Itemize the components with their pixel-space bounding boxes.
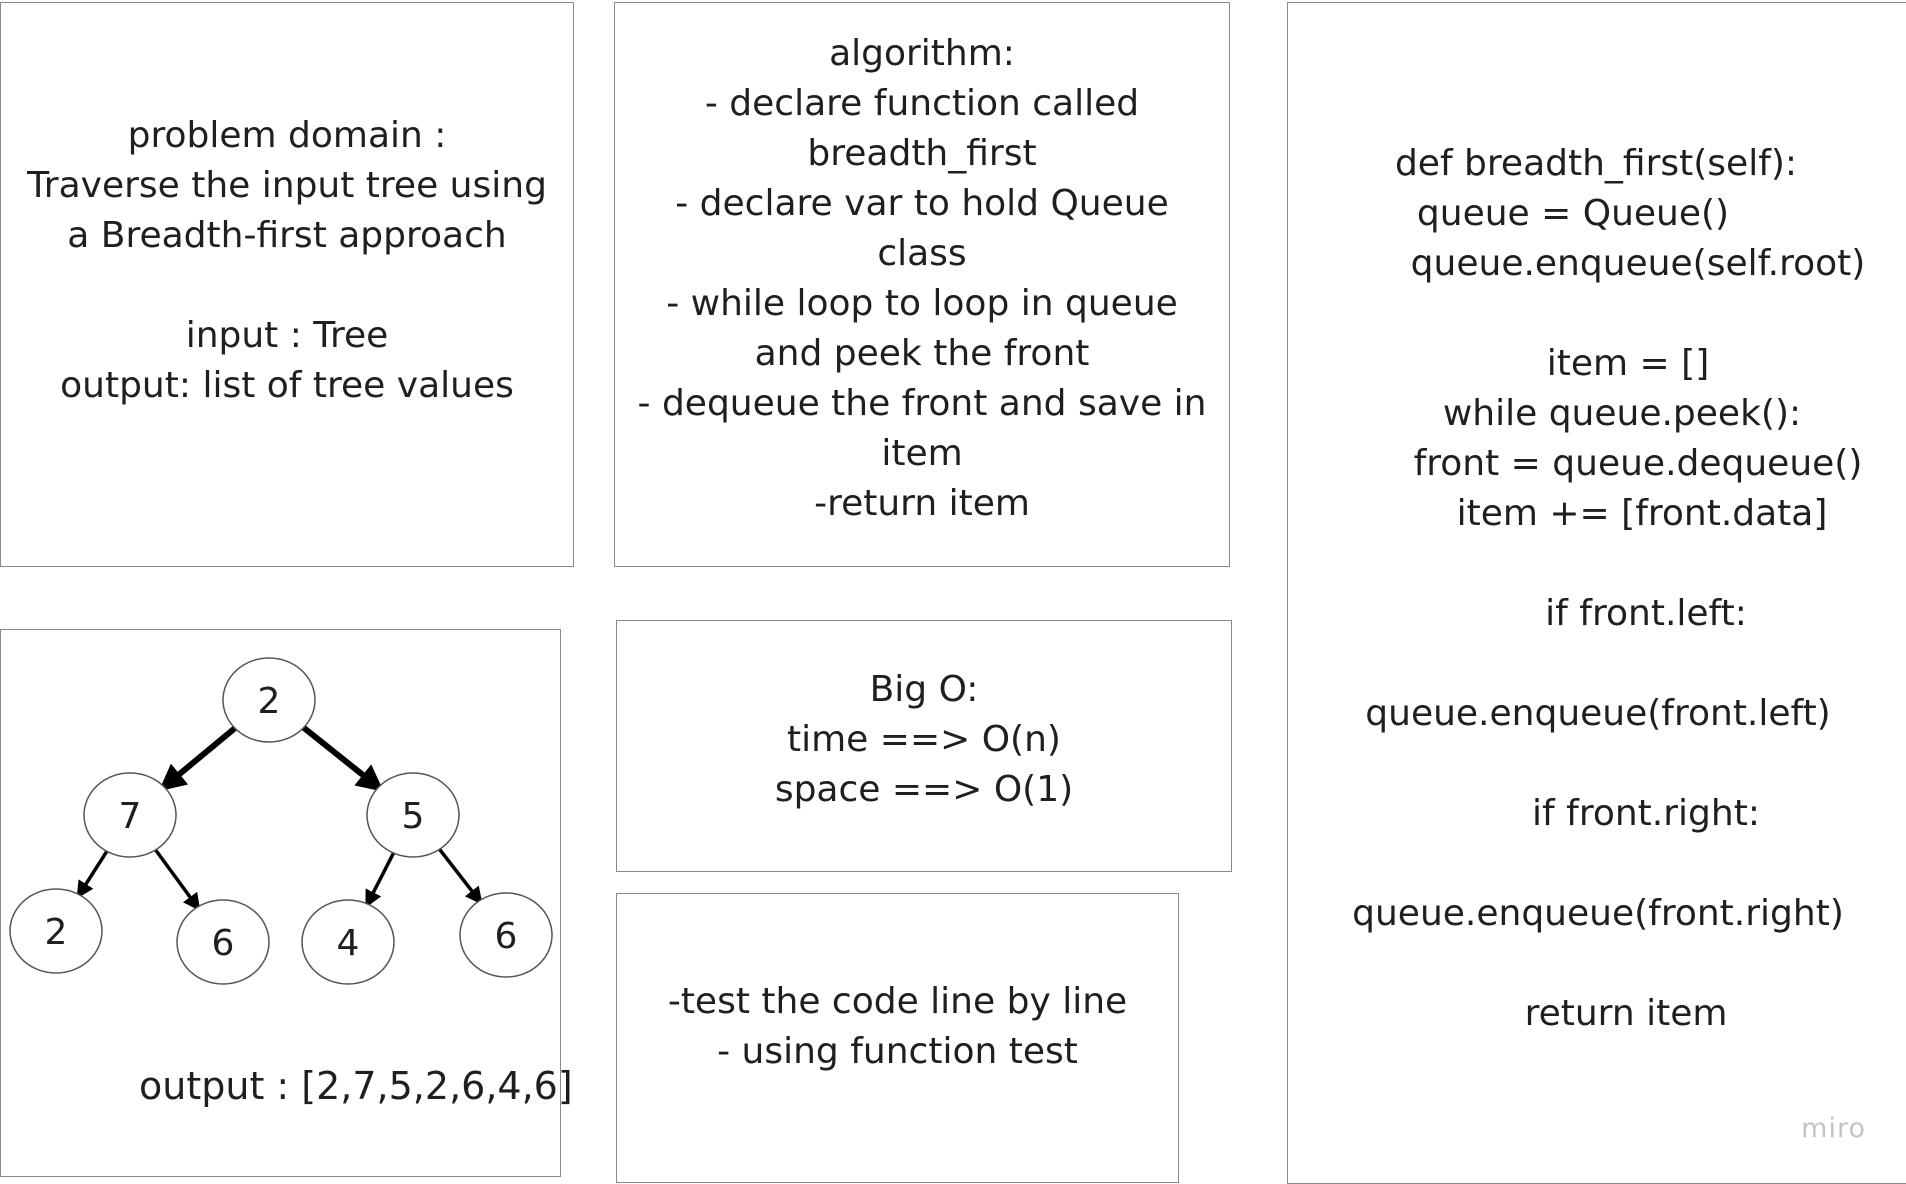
problem-domain-card[interactable]: problem domain : Traverse the input tree… (0, 2, 574, 567)
text-line: breadth_first (807, 132, 1037, 174)
text-line: space ==> O(1) (774, 769, 1074, 810)
tree-node-circle (459, 892, 553, 978)
tree-node-circle (222, 657, 316, 743)
code-line: queue.enqueue(self.root) (1410, 243, 1866, 284)
code-line: return item (1524, 993, 1728, 1034)
algorithm-text: algorithm: - declare function called bre… (638, 29, 1207, 529)
tree-edge-l-lr (152, 846, 201, 912)
code-line: def breadth_first(self): (1394, 143, 1798, 184)
tree-node-label: 7 (119, 796, 142, 837)
tree-node-circle (9, 888, 103, 974)
code-card[interactable]: def breadth_first(self): queue = Queue()… (1287, 2, 1906, 1184)
tree-node-circle (366, 772, 460, 858)
tree-node-lr: 6 (176, 899, 270, 985)
text-line: - using function test (717, 1031, 1078, 1072)
code-line: queue.enqueue(front.left) (1365, 693, 1831, 734)
tree-node-rr: 6 (459, 892, 553, 978)
text-line: problem domain : (127, 114, 447, 156)
code-line: front = queue.dequeue() (1413, 443, 1863, 484)
text-line: Big O: (869, 669, 979, 710)
tree-node-l: 7 (83, 772, 177, 858)
text-line: Traverse the input tree using (27, 164, 547, 206)
miro-watermark: miro (1801, 1113, 1866, 1144)
tree-edge-r-rr (436, 845, 483, 905)
tree-node-label: 6 (495, 916, 518, 957)
tree-node-label: 6 (212, 923, 235, 964)
tree-node-circle (176, 899, 270, 985)
code-line: if front.right: (1532, 793, 1760, 834)
test-card[interactable]: -test the code line by line - using func… (616, 893, 1179, 1183)
tree-node-circle (301, 899, 395, 985)
tree-node-root: 2 (222, 657, 316, 743)
code-line: queue.enqueue(front.right) (1352, 893, 1844, 934)
tree-node-ll: 2 (9, 888, 103, 974)
test-text: -test the code line by line - using func… (668, 977, 1127, 1077)
tree-node-label: 2 (258, 681, 281, 722)
text-line: - dequeue the front and save in (637, 382, 1207, 424)
tree-edge-l-ll (76, 847, 110, 899)
tree-diagram: 2 7 5 2 6 4 6 (9, 657, 553, 985)
tree-node-rl: 4 (301, 899, 395, 985)
code-line: while queue.peek(): (1442, 393, 1802, 434)
tree-node-circle (83, 772, 177, 858)
big-o-card[interactable]: Big O: time ==> O(n) space ==> O(1) (616, 620, 1232, 872)
code-line: item += [front.data] (1456, 493, 1828, 534)
tree-node-r: 5 (366, 772, 460, 858)
tree-node-label: 5 (402, 796, 425, 837)
problem-domain-text: problem domain : Traverse the input tree… (27, 111, 547, 411)
code-text: def breadth_first(self): queue = Queue()… (1288, 3, 1906, 1183)
traversal-output: output : [2,7,5,2,6,4,6] (139, 1064, 573, 1108)
text-line: algorithm: (829, 32, 1015, 74)
code-line: queue = Queue() (1416, 193, 1730, 234)
text-line: time ==> O(n) (787, 719, 1061, 760)
algorithm-card[interactable]: algorithm: - declare function called bre… (614, 2, 1230, 567)
tree-diagram-card[interactable]: 2 7 5 2 6 4 6 output : [2,7,5,2,6,4,6] (0, 629, 573, 1177)
tree-node-label: 2 (45, 912, 68, 953)
text-line: and peek the front (754, 332, 1090, 374)
tree-edge-r-rl (364, 849, 397, 908)
tree-edge-root-r (298, 722, 384, 793)
text-line: - declare var to hold Queue (675, 182, 1169, 224)
text-line: - while loop to loop in queue (666, 282, 1178, 324)
text-line: -return item (814, 482, 1030, 524)
text-line: input : Tree (185, 314, 389, 356)
code-line: if front.left: (1545, 593, 1747, 634)
tree-node-label: 4 (337, 923, 360, 964)
text-line: item (881, 432, 963, 474)
tree-edge-root-l (158, 723, 241, 792)
code-line: item = [] (1546, 343, 1710, 384)
big-o-text: Big O: time ==> O(n) space ==> O(1) (775, 665, 1073, 815)
text-line: class (877, 232, 967, 274)
text-line: output: list of tree values (60, 364, 514, 406)
text-line: - declare function called (704, 82, 1140, 124)
text-line: -test the code line by line (667, 981, 1128, 1022)
text-line: a Breadth-first approach (67, 214, 507, 256)
text-line (27, 261, 547, 311)
